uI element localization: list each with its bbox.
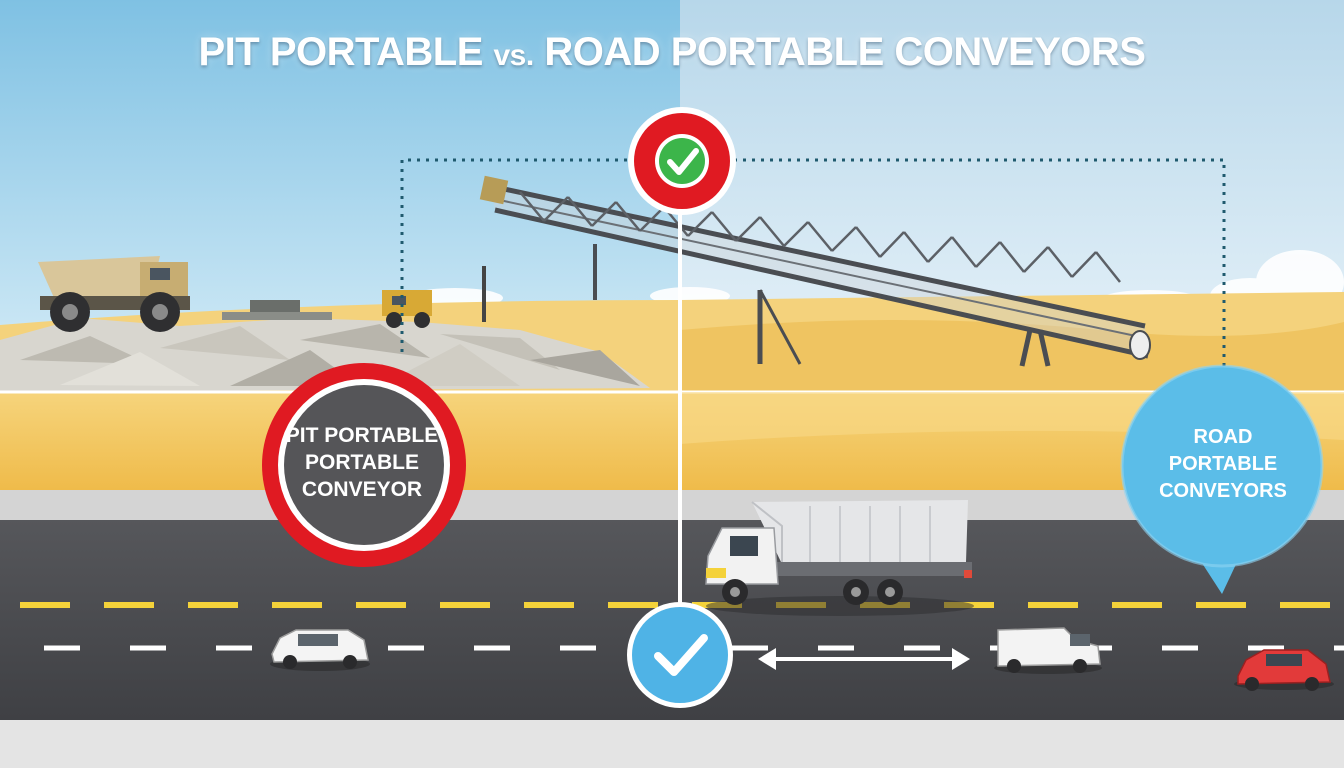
dump-truck-small [382, 290, 432, 328]
curb-bottom [0, 720, 1344, 768]
rock-pile [0, 318, 650, 392]
pit-badge-label: PIT PORTABLE PORTABLE CONVEYOR [272, 422, 452, 503]
loader [222, 300, 332, 320]
connector-left [400, 158, 636, 352]
white-van [994, 627, 1102, 674]
curb-top [0, 490, 1344, 520]
road-badge-line2: PORTABLE [1168, 453, 1278, 475]
check-icon [654, 634, 708, 676]
title-left: PIT PORTABLE [198, 30, 484, 74]
road-badge-line1: ROAD [1193, 426, 1253, 448]
pit-portable-badge [262, 363, 466, 567]
dump-truck-large [38, 256, 190, 332]
red-car [1234, 649, 1334, 691]
pole [482, 266, 486, 322]
road-portable-badge [1120, 364, 1324, 594]
pit-badge-line2: PORTABLE [305, 451, 419, 474]
road-badge-line3: CONVEYORS [1159, 480, 1287, 502]
check-badge-bottom [627, 602, 733, 708]
road-badge-label: ROAD PORTABLE CONVEYORS [1130, 424, 1316, 505]
page-title: PIT PORTABLE vs. ROAD PORTABLE CONVEYORS [0, 30, 1344, 75]
check-badge-top [628, 107, 736, 215]
double-arrow-icon [758, 648, 970, 670]
pit-badge-line1: PIT PORTABLE [285, 424, 439, 447]
title-right: ROAD PORTABLE CONVEYORS [544, 30, 1146, 74]
road-dump-truck [705, 500, 974, 616]
pit-badge-line3: CONVEYOR [301, 478, 423, 501]
check-icon [667, 148, 699, 175]
title-vs: vs. [493, 39, 535, 72]
white-sedan [270, 629, 370, 671]
conveyor [479, 175, 1151, 367]
connector-right [734, 158, 1226, 372]
